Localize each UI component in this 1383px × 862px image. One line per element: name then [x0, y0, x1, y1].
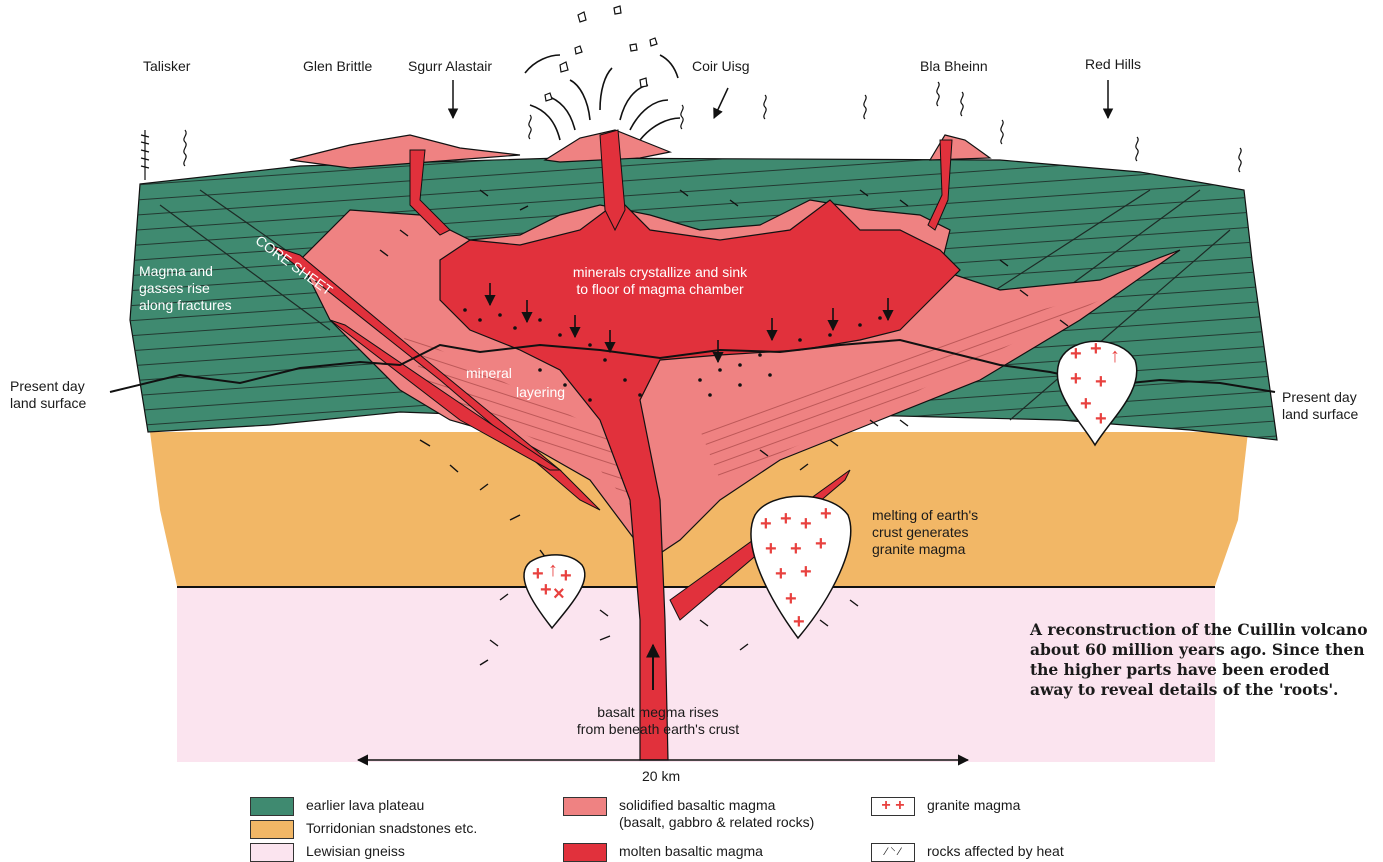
- present-day-line: land surface: [10, 395, 86, 412]
- legend-label: Lewisian gneiss: [306, 843, 405, 860]
- place-sgurr-alastair: Sgurr Alastair: [408, 58, 492, 75]
- legend-heat: ⁄ ⸌ ⁄ rocks affected by heat: [871, 843, 1064, 862]
- svg-text:+: +: [1080, 393, 1092, 415]
- legend-label: solidified basaltic magma: [619, 797, 814, 814]
- magma-rise-line: gasses rise: [139, 280, 232, 297]
- svg-text:+: +: [1070, 343, 1082, 365]
- svg-text:+: +: [760, 513, 772, 535]
- legend-lava: earlier lava plateau: [250, 797, 424, 816]
- basalt-rises-label: basalt megma rises from beneath earth's …: [548, 704, 768, 738]
- place-bla-bheinn: Bla Bheinn: [920, 58, 988, 75]
- svg-text:+: +: [800, 513, 812, 535]
- svg-text:+: +: [780, 508, 792, 530]
- lava-swatch: [250, 797, 294, 816]
- basalt-rises-line: basalt megma rises: [548, 704, 768, 721]
- caption-line: the higher parts have been eroded: [1030, 660, 1375, 680]
- svg-text:+: +: [793, 611, 805, 633]
- mineral-layering-label-1: mineral: [466, 365, 512, 382]
- svg-text:+: +: [765, 538, 777, 560]
- right-cone: [930, 135, 990, 160]
- svg-text:+: +: [775, 563, 787, 585]
- molten-swatch: [563, 843, 607, 862]
- legend-label: earlier lava plateau: [306, 797, 424, 814]
- legend-granite: + + granite magma: [871, 797, 1020, 816]
- place-coir-uisg: Coir Uisg: [692, 58, 750, 75]
- svg-text:+: +: [800, 561, 812, 583]
- legend-torridonian: Torridonian snadstones etc.: [250, 820, 477, 839]
- melting-line: crust generates: [872, 524, 978, 541]
- present-day-line: Present day: [10, 378, 86, 395]
- magma-rise-line: along fractures: [139, 297, 232, 314]
- caption-line: away to reveal details of the 'roots'.: [1030, 680, 1375, 700]
- legend-molten: molten basaltic magma: [563, 843, 763, 862]
- minerals-line: minerals crystallize and sink: [560, 264, 760, 281]
- legend-solidified: solidified basaltic magma (basalt, gabbr…: [563, 797, 814, 831]
- legend-label: Torridonian snadstones etc.: [306, 820, 477, 837]
- minerals-label: minerals crystallize and sink to floor o…: [560, 264, 760, 298]
- svg-text:+: +: [790, 538, 802, 560]
- present-day-line: land surface: [1282, 406, 1358, 423]
- solidified-swatch: [563, 797, 607, 816]
- present-day-right-label: Present day land surface: [1282, 389, 1358, 423]
- svg-text:+: +: [815, 533, 827, 555]
- torridonian-swatch: [250, 820, 294, 839]
- legend-lewisian: Lewisian gneiss: [250, 843, 405, 862]
- svg-text:+: +: [540, 579, 552, 601]
- heat-swatch: ⁄ ⸌ ⁄: [871, 843, 915, 862]
- legend-label: molten basaltic magma: [619, 843, 763, 860]
- svg-text:+: +: [1095, 408, 1107, 430]
- svg-text:+: +: [820, 503, 832, 525]
- granite-swatch: + +: [871, 797, 915, 816]
- present-day-left-label: Present day land surface: [10, 378, 86, 412]
- svg-text:+: +: [1090, 338, 1102, 360]
- minerals-line: to floor of magma chamber: [560, 281, 760, 298]
- mineral-layering-label-2: layering: [516, 384, 565, 401]
- place-talisker: Talisker: [143, 58, 190, 75]
- legend-label: rocks affected by heat: [927, 843, 1064, 860]
- lewisian-swatch: [250, 843, 294, 862]
- melting-line: melting of earth's: [872, 507, 978, 524]
- svg-text:×: ×: [553, 583, 565, 605]
- place-red-hills: Red Hills: [1085, 56, 1141, 73]
- svg-text:↑: ↑: [1110, 345, 1120, 367]
- svg-text:↑: ↑: [548, 559, 558, 581]
- scale-label: 20 km: [642, 768, 680, 785]
- place-glen-brittle: Glen Brittle: [303, 58, 372, 75]
- melting-label: melting of earth's crust generates grani…: [872, 507, 978, 558]
- caption: A reconstruction of the Cuillin volcano …: [1030, 620, 1375, 700]
- present-day-line: Present day: [1282, 389, 1358, 406]
- caption-line: about 60 million years ago. Since then: [1030, 640, 1375, 660]
- svg-text:+: +: [785, 588, 797, 610]
- magma-rise-label: Magma and gasses rise along fractures: [139, 263, 232, 314]
- svg-text:+: +: [1070, 368, 1082, 390]
- svg-text:+: +: [1095, 371, 1107, 393]
- basalt-rises-line: from beneath earth's crust: [548, 721, 768, 738]
- magma-rise-line: Magma and: [139, 263, 232, 280]
- legend-label: (basalt, gabbro & related rocks): [619, 814, 814, 831]
- caption-line: A reconstruction of the Cuillin volcano: [1030, 620, 1375, 640]
- melting-line: granite magma: [872, 541, 978, 558]
- legend-label: granite magma: [927, 797, 1020, 814]
